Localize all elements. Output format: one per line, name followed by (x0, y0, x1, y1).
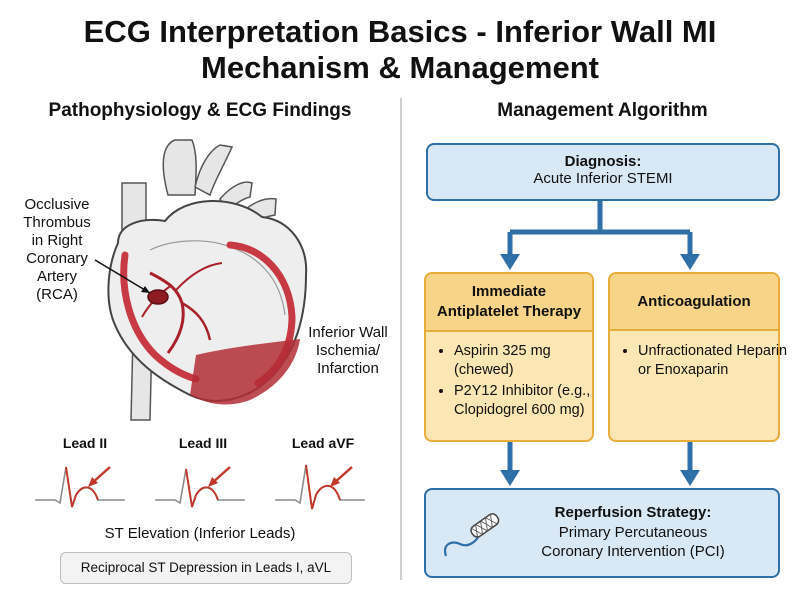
right-section-heading: Management Algorithm (497, 100, 708, 121)
left-section-heading: Pathophysiology & ECG Findings (48, 100, 352, 121)
ecg-trace-lead-avf (275, 464, 365, 510)
anticoagulation-list: Unfractionated Heparin or Enoxaparin (618, 342, 788, 382)
ecg-trace-lead-iii (155, 466, 245, 508)
reperfusion-line-2: Coronary Intervention (PCI) (541, 543, 725, 560)
lead-iii-label: Lead III (178, 435, 228, 451)
diagnosis-text: Acute Inferior STEMI (533, 170, 673, 187)
reciprocal-depression-box: Reciprocal ST Depression in Leads I, aVL (60, 552, 352, 584)
ecg-traces (35, 464, 365, 510)
heart-illustration (94, 139, 308, 421)
anticoagulation-title: Anticoagulation (610, 274, 778, 331)
ischemia-annotation: Inferior Wall Ischemia/ Infarction (308, 324, 388, 377)
thrombus-annotation: Occlusive Thrombus in Right Coronary Art… (23, 196, 91, 303)
ecg-trace-lead-ii (35, 466, 125, 508)
page-title-line-2: Mechanism & Management (201, 50, 599, 85)
reperfusion-line-1: Primary Percutaneous (558, 524, 708, 541)
algorithm-arrows (500, 200, 700, 486)
stent-catheter-icon (444, 513, 500, 557)
anticoagulation-box: Anticoagulation Unfractionated Heparin o… (608, 272, 787, 442)
antiplatelet-box: Immediate Antiplatelet Therapy Aspirin 3… (424, 272, 594, 442)
antiplatelet-title: Immediate Antiplatelet Therapy (426, 274, 592, 332)
reperfusion-title: Reperfusion Strategy: (554, 504, 712, 521)
diagnosis-box: Diagnosis: Acute Inferior STEMI (426, 143, 780, 201)
column-divider (400, 98, 402, 580)
antiplatelet-list: Aspirin 325 mg (chewed) P2Y12 Inhibitor … (434, 342, 604, 422)
lead-avf-label: Lead aVF (291, 435, 355, 451)
st-elevation-caption: ST Elevation (Inferior Leads) (104, 525, 296, 542)
page-title-line-1: ECG Interpretation Basics - Inferior Wal… (83, 14, 717, 49)
diagnosis-title: Diagnosis: (564, 153, 642, 170)
reperfusion-box: Reperfusion Strategy: Primary Percutaneo… (424, 488, 780, 578)
list-item: Unfractionated Heparin or Enoxaparin (638, 342, 788, 380)
lead-ii-label: Lead II (62, 435, 108, 451)
list-item: P2Y12 Inhibitor (e.g., Clopidogrel 600 m… (454, 382, 604, 420)
list-item: Aspirin 325 mg (chewed) (454, 342, 604, 380)
